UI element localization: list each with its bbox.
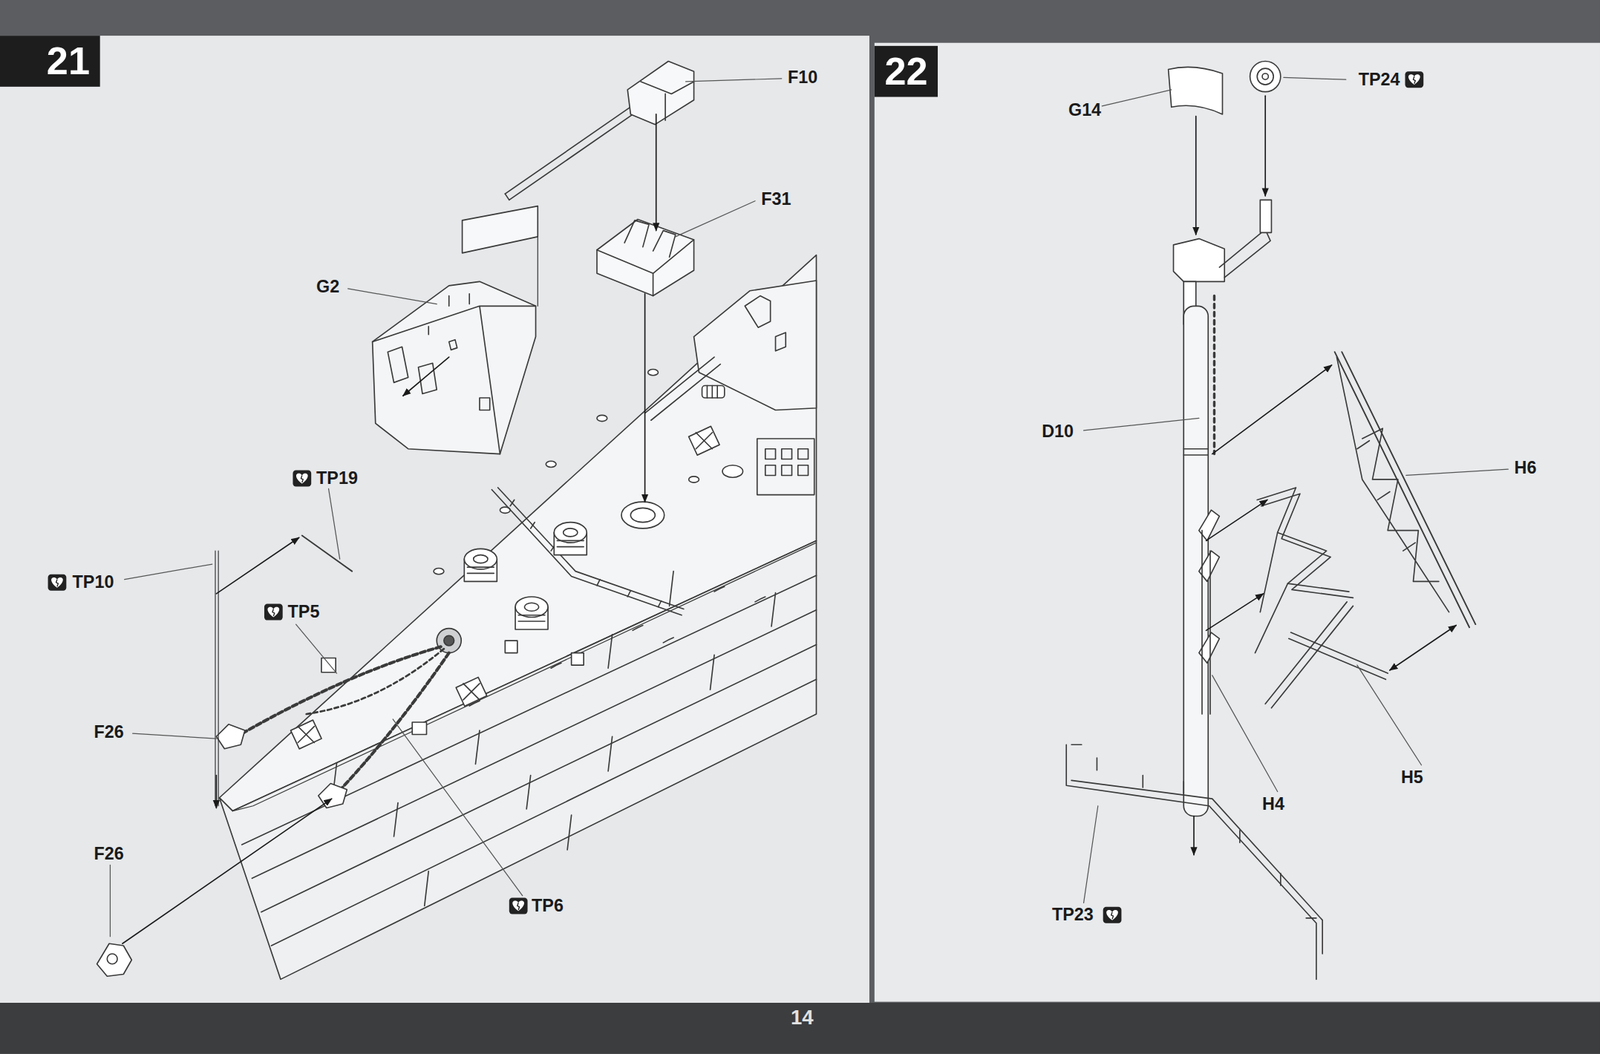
part-label: F31 — [761, 190, 791, 208]
step-number: 22 — [885, 51, 929, 91]
part-label: D10 — [1041, 423, 1074, 441]
part-label: TP23 — [1052, 906, 1094, 924]
part-label: G14 — [1068, 101, 1102, 119]
part-label: F26 — [93, 723, 124, 741]
part-label: G2 — [316, 278, 340, 296]
part-label: F10 — [787, 69, 818, 87]
step-number: 21 — [46, 41, 90, 81]
part-label: H5 — [1401, 769, 1424, 787]
step-number-box: 21 — [0, 35, 101, 87]
part-label: TP24 — [1358, 71, 1401, 89]
part-label: TP19 — [316, 469, 358, 488]
part-label: F26 — [93, 845, 124, 863]
page-number: 14 — [790, 1006, 814, 1027]
step-number-box: 22 — [874, 46, 939, 98]
part-label: TP10 — [72, 573, 115, 591]
part-label: H6 — [1514, 459, 1537, 477]
part-label: TP5 — [288, 603, 320, 621]
part-label: H4 — [1262, 795, 1285, 813]
part-label: TP6 — [531, 897, 564, 915]
